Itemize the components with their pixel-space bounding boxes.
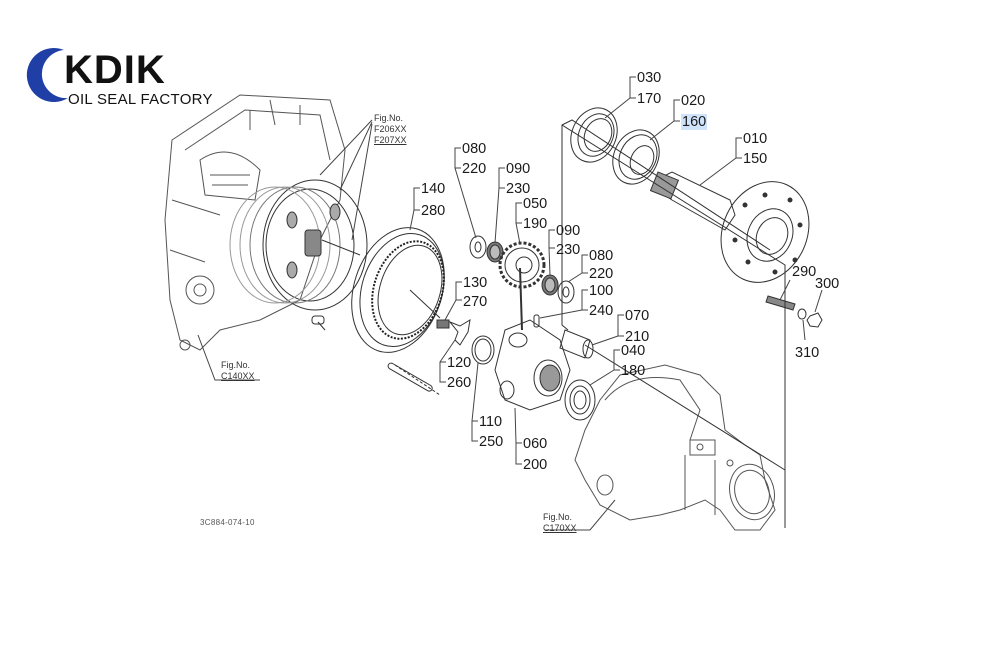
- callout-150[interactable]: 150: [743, 151, 768, 167]
- callout-080[interactable]: 080: [462, 141, 487, 157]
- callout-230[interactable]: 230: [506, 181, 531, 197]
- ball-bearing-drawing: [564, 379, 596, 421]
- callout-leaders: [197, 76, 823, 531]
- callout-160-highlighted[interactable]: 160: [681, 114, 708, 130]
- planet-carrier-drawing: [494, 267, 571, 411]
- callout-100[interactable]: 100: [589, 283, 614, 299]
- callout-290[interactable]: 290: [792, 264, 817, 280]
- callout-130[interactable]: 130: [463, 275, 488, 291]
- planet-shaft-drawing: [559, 329, 594, 359]
- axle-housing-drawing: [574, 364, 776, 531]
- axle-shaft-drawing: [649, 171, 810, 283]
- callout-080-b[interactable]: 080: [589, 248, 614, 264]
- pin-drawing: [533, 314, 540, 328]
- fig-ref-title: Fig.No.: [374, 113, 404, 123]
- fig-ref-title: Fig.No.: [221, 360, 251, 370]
- callout-200[interactable]: 200: [523, 457, 548, 473]
- dowel-pin: [387, 362, 433, 392]
- fig-ref-c170: Fig.No. C170XX: [543, 512, 577, 534]
- callout-300[interactable]: 300: [815, 276, 840, 292]
- callout-220-b[interactable]: 220: [589, 266, 614, 282]
- stud-nut-washer-drawing: [765, 295, 823, 328]
- callout-260[interactable]: 260: [447, 375, 472, 391]
- callout-020[interactable]: 020: [681, 93, 706, 109]
- callout-050[interactable]: 050: [523, 196, 548, 212]
- assembly-frame-lines: [561, 119, 786, 471]
- kdik-logo: KDIK OIL SEAL FACTORY: [20, 42, 220, 112]
- callout-270[interactable]: 270: [463, 294, 488, 310]
- logo-brand: KDIK: [64, 48, 166, 92]
- planet-gear-set: [469, 235, 575, 304]
- assembly-axis-line: [321, 239, 441, 319]
- drawing-code: 3C884-074-10: [200, 518, 255, 527]
- callout-010[interactable]: 010: [743, 131, 768, 147]
- callout-040[interactable]: 040: [621, 343, 646, 359]
- callout-170[interactable]: 170: [637, 91, 662, 107]
- callout-180[interactable]: 180: [621, 363, 646, 379]
- dowel-pin-line: [394, 364, 441, 396]
- fig-ref-title: Fig.No.: [543, 512, 573, 522]
- bolt-lockplate-snapring: [436, 319, 495, 365]
- callout-140[interactable]: 140: [421, 181, 446, 197]
- crescent-logo-icon: [26, 48, 68, 103]
- callout-250[interactable]: 250: [479, 434, 504, 450]
- callout-230-b[interactable]: 230: [556, 242, 581, 258]
- callout-190[interactable]: 190: [523, 216, 548, 232]
- callout-030[interactable]: 030: [637, 70, 662, 86]
- callout-090-b[interactable]: 090: [556, 223, 581, 239]
- transmission-housing: [164, 94, 346, 351]
- fig-ref-f206: Fig.No. F206XX F207XX: [374, 113, 407, 146]
- clutch-hub-assembly: [229, 179, 368, 331]
- callout-090[interactable]: 090: [506, 161, 531, 177]
- callout-210[interactable]: 210: [625, 329, 650, 345]
- callout-240[interactable]: 240: [589, 303, 614, 319]
- fig-ref-number: C140XX: [221, 371, 255, 381]
- callout-220[interactable]: 220: [462, 161, 487, 177]
- logo-tagline: OIL SEAL FACTORY: [68, 91, 213, 108]
- callout-120[interactable]: 120: [447, 355, 472, 371]
- internal-ring-gear-drawing: [351, 227, 445, 353]
- fig-ref-number: F207XX: [374, 135, 407, 145]
- callout-060[interactable]: 060: [523, 436, 548, 452]
- callout-110[interactable]: 110: [479, 414, 503, 430]
- callout-070[interactable]: 070: [625, 308, 650, 324]
- fig-ref-number: F206XX: [374, 124, 407, 134]
- fig-ref-c140: Fig.No. C140XX: [221, 360, 255, 382]
- oil-seal-020-drawing: [612, 129, 660, 185]
- callout-280[interactable]: 280: [421, 203, 446, 219]
- fig-ref-number: C170XX: [543, 523, 577, 533]
- callout-310[interactable]: 310: [795, 345, 820, 361]
- assembly-frame-right: [561, 124, 786, 528]
